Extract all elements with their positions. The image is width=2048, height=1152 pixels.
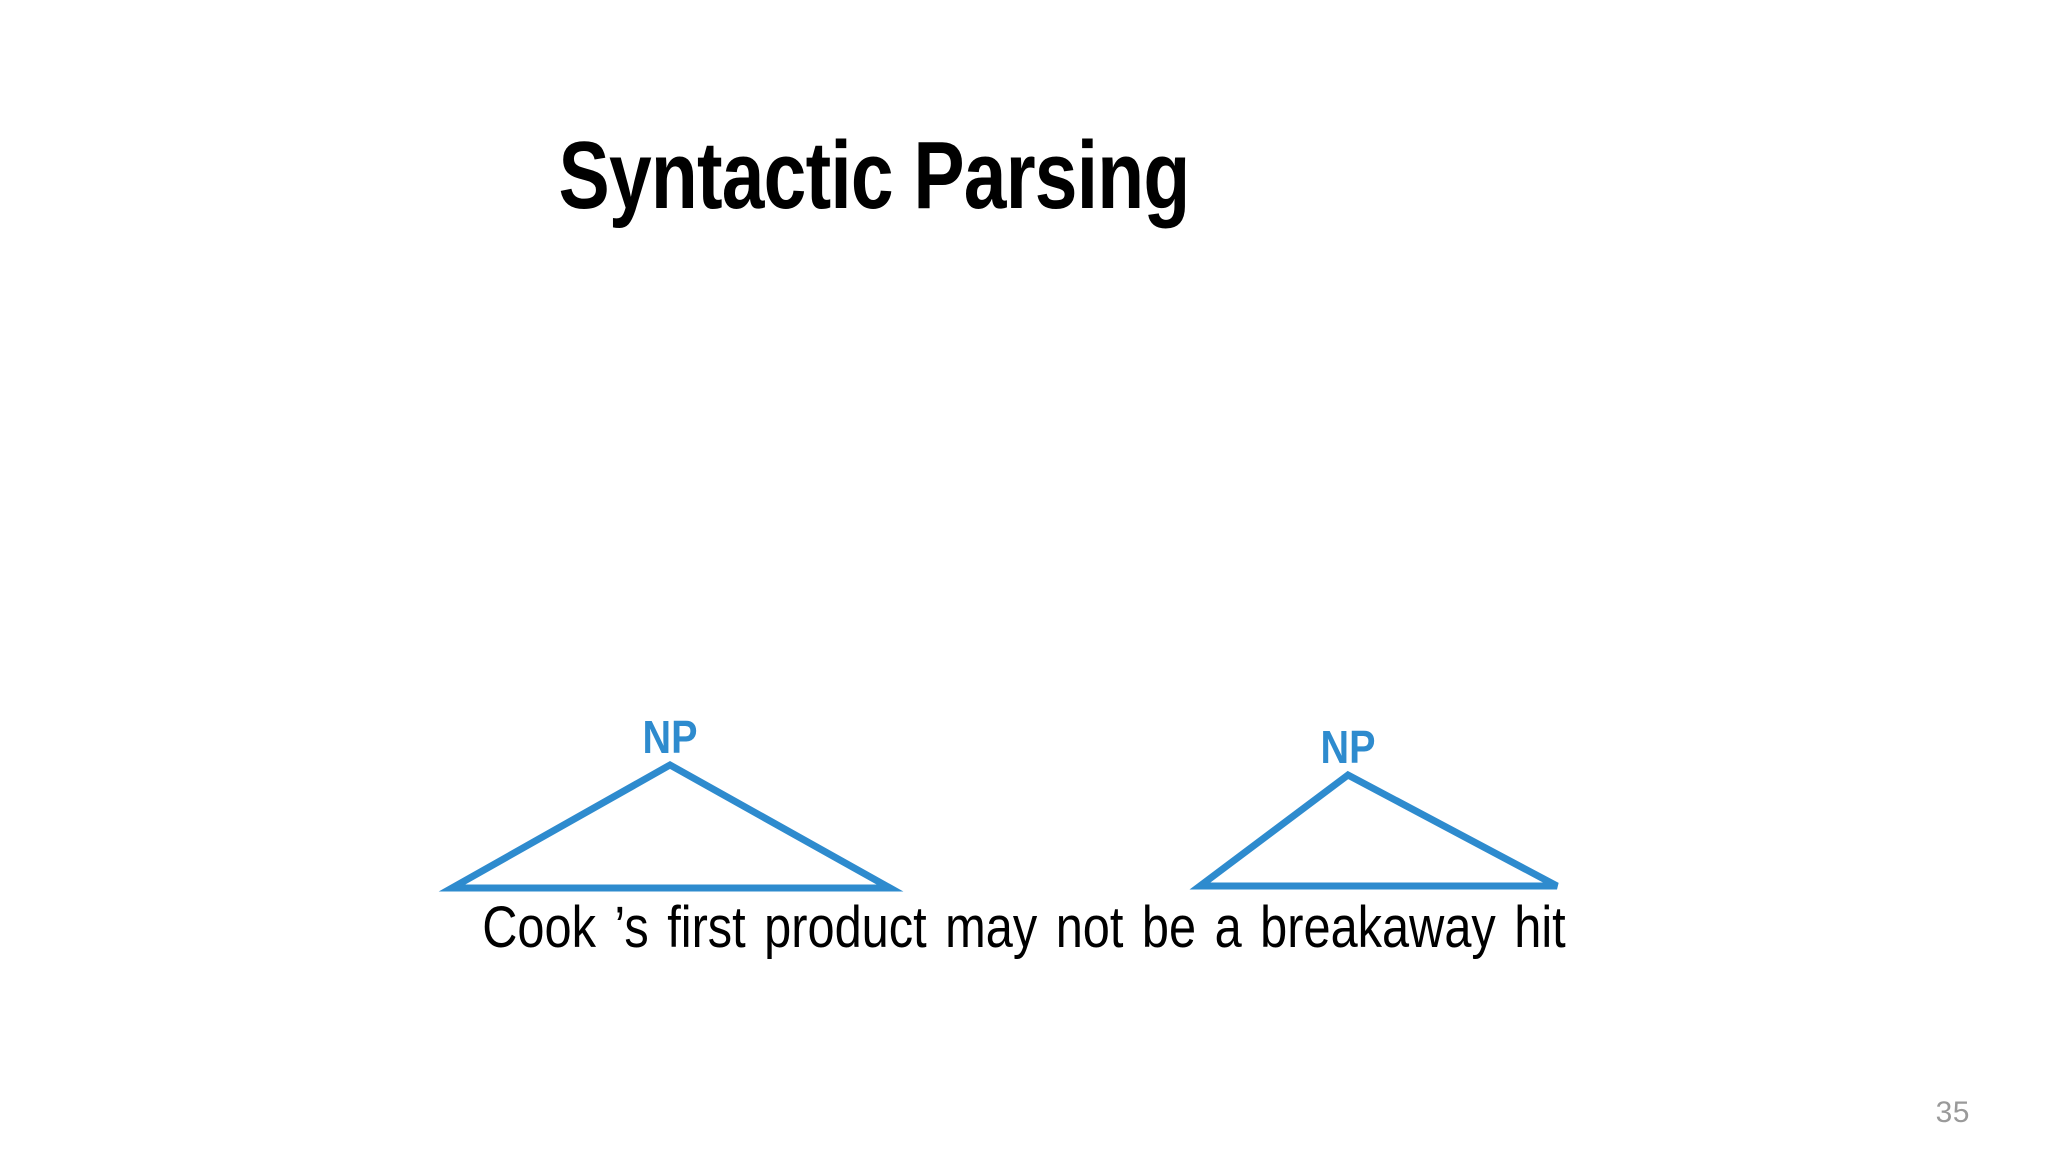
sentence-token: Cook — [482, 895, 596, 960]
sentence-token: may — [945, 895, 1038, 960]
page-number: 35 — [1935, 1096, 1970, 1129]
sentence-token: breakaway — [1260, 895, 1496, 960]
sentence-token: ’s — [614, 895, 649, 960]
constituent-label-np-1: NP — [642, 711, 698, 763]
sentence-token: first — [667, 895, 746, 960]
constituent-label-np-2: NP — [1320, 721, 1376, 773]
sentence-token: a — [1214, 895, 1242, 960]
constituent-triangle-np-2 — [1189, 770, 1559, 890]
sentence-token: not — [1055, 895, 1124, 960]
sentence-token: be — [1141, 895, 1197, 960]
constituent-triangle-np-1 — [438, 760, 904, 892]
sentence-token: product — [764, 895, 927, 960]
sentence-token: hit — [1514, 895, 1566, 960]
page-title: Syntactic Parsing — [558, 122, 1191, 230]
